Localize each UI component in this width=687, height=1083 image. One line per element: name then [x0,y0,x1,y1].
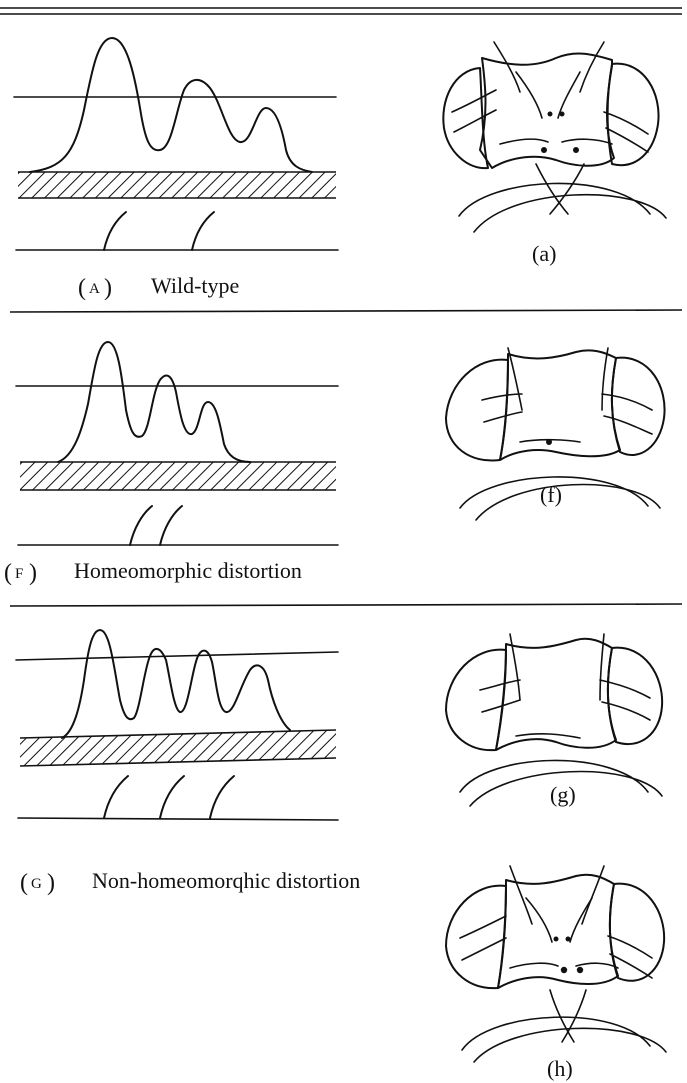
panel-g-caption: ( G ) Non-homeomorqhic distortion [20,868,360,896]
panel-a-expression-curve [30,38,312,172]
head-a-label: (a) [532,241,556,266]
panel-f-bristle [160,506,182,545]
svg-text:): ) [104,275,112,301]
panel-f-caption: ( F ) Homeomorphic distortion [4,558,302,586]
panel-g-profile [16,630,338,820]
head-g-label: (g) [550,782,576,807]
panel-g-letter: G [31,876,42,892]
separator-2 [10,604,682,606]
panel-g-baseline [18,818,338,820]
top-double-rule [0,8,682,14]
head-a [443,42,666,232]
panel-f-expression-curve [58,342,250,462]
panel-a-bristle [192,212,214,250]
panel-a-letter: A [89,281,100,297]
panel-a-caption-text: Wild-type [151,273,239,298]
panel-f-profile [16,342,338,545]
head-g [446,634,662,806]
panel-a-hatched-band [18,172,336,198]
panel-a-profile [14,38,338,250]
svg-text:): ) [29,560,37,586]
panel-g-threshold-line [16,652,338,660]
separator-1 [10,310,682,312]
svg-text:(: ( [20,870,28,896]
panel-f-letter: F [15,566,23,582]
svg-text:(: ( [78,275,86,301]
panel-g-caption-text: Non-homeomorqhic distortion [92,868,360,893]
panel-f-caption-text: Homeomorphic distortion [74,558,302,583]
panel-f-hatched-band [20,462,336,490]
panel-g-expression-curve [62,630,290,738]
svg-text:(: ( [4,560,12,586]
panel-g-hatched-band [20,730,336,766]
panel-f-bristle [130,506,152,545]
head-h [446,866,666,1062]
head-f-label: (f) [540,482,562,507]
panel-g-bristle [160,776,184,818]
panel-g-bristle [104,776,128,818]
svg-text:): ) [47,870,55,896]
panel-a-bristle [104,212,126,250]
head-h-label: (h) [547,1056,573,1081]
panel-a-caption: ( A ) Wild-type [78,273,239,301]
panel-g-bristle [210,776,234,818]
